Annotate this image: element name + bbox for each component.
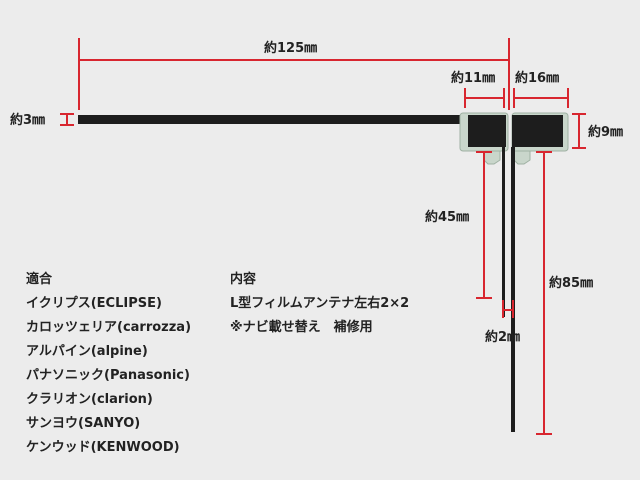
right-lead-wire [511, 147, 515, 432]
dimension-lines [60, 38, 586, 435]
label-length-125: 約125㎜ [264, 40, 317, 56]
label-gap-2: 約2㎜ [485, 329, 520, 345]
antenna-film-strip [78, 115, 473, 124]
compatibility-item: カロッツェリア(carrozza) [26, 320, 192, 335]
dimension-labels: 約125㎜ 約11㎜ 約16㎜ 約3㎜ 約9㎜ 約45㎜ 約85㎜ 約2㎜ [10, 40, 623, 345]
contents-item: L型フィルムアンテナ左右2×2 [230, 296, 410, 311]
label-thickness-3: 約3㎜ [10, 112, 45, 128]
compatibility-item: クラリオン(clarion) [26, 392, 153, 407]
contents-item: ※ナビ載せ替え 補修用 [230, 320, 373, 335]
left-element-pad [468, 115, 506, 147]
contents-list: 内容 L型フィルムアンテナ左右2×2 ※ナビ載せ替え 補修用 [230, 268, 450, 340]
compatibility-item: アルパイン(alpine) [26, 344, 148, 359]
label-lead-45: 約45㎜ [425, 209, 469, 225]
label-lead-85: 約85㎜ [549, 275, 593, 291]
compatibility-item: パナソニック(Panasonic) [26, 368, 190, 383]
compatibility-item: イクリプス(ECLIPSE) [26, 296, 162, 311]
contents-heading: 内容 [230, 272, 257, 287]
compatibility-list: 適合 イクリプス(ECLIPSE) カロッツェリア(carrozza) アルパイ… [26, 268, 226, 460]
antenna-illustration [78, 112, 569, 432]
left-lead-wire [502, 147, 505, 317]
label-height-9: 約9㎜ [588, 124, 623, 140]
right-connector-tab [513, 150, 531, 165]
label-width-11: 約11㎜ [451, 70, 495, 86]
compatibility-item: ケンウッド(KENWOOD) [26, 440, 180, 455]
right-element-pad [512, 115, 563, 147]
compatibility-item: サンヨウ(SANYO) [26, 416, 141, 431]
label-width-16: 約16㎜ [515, 70, 559, 86]
compatibility-heading: 適合 [26, 272, 53, 287]
